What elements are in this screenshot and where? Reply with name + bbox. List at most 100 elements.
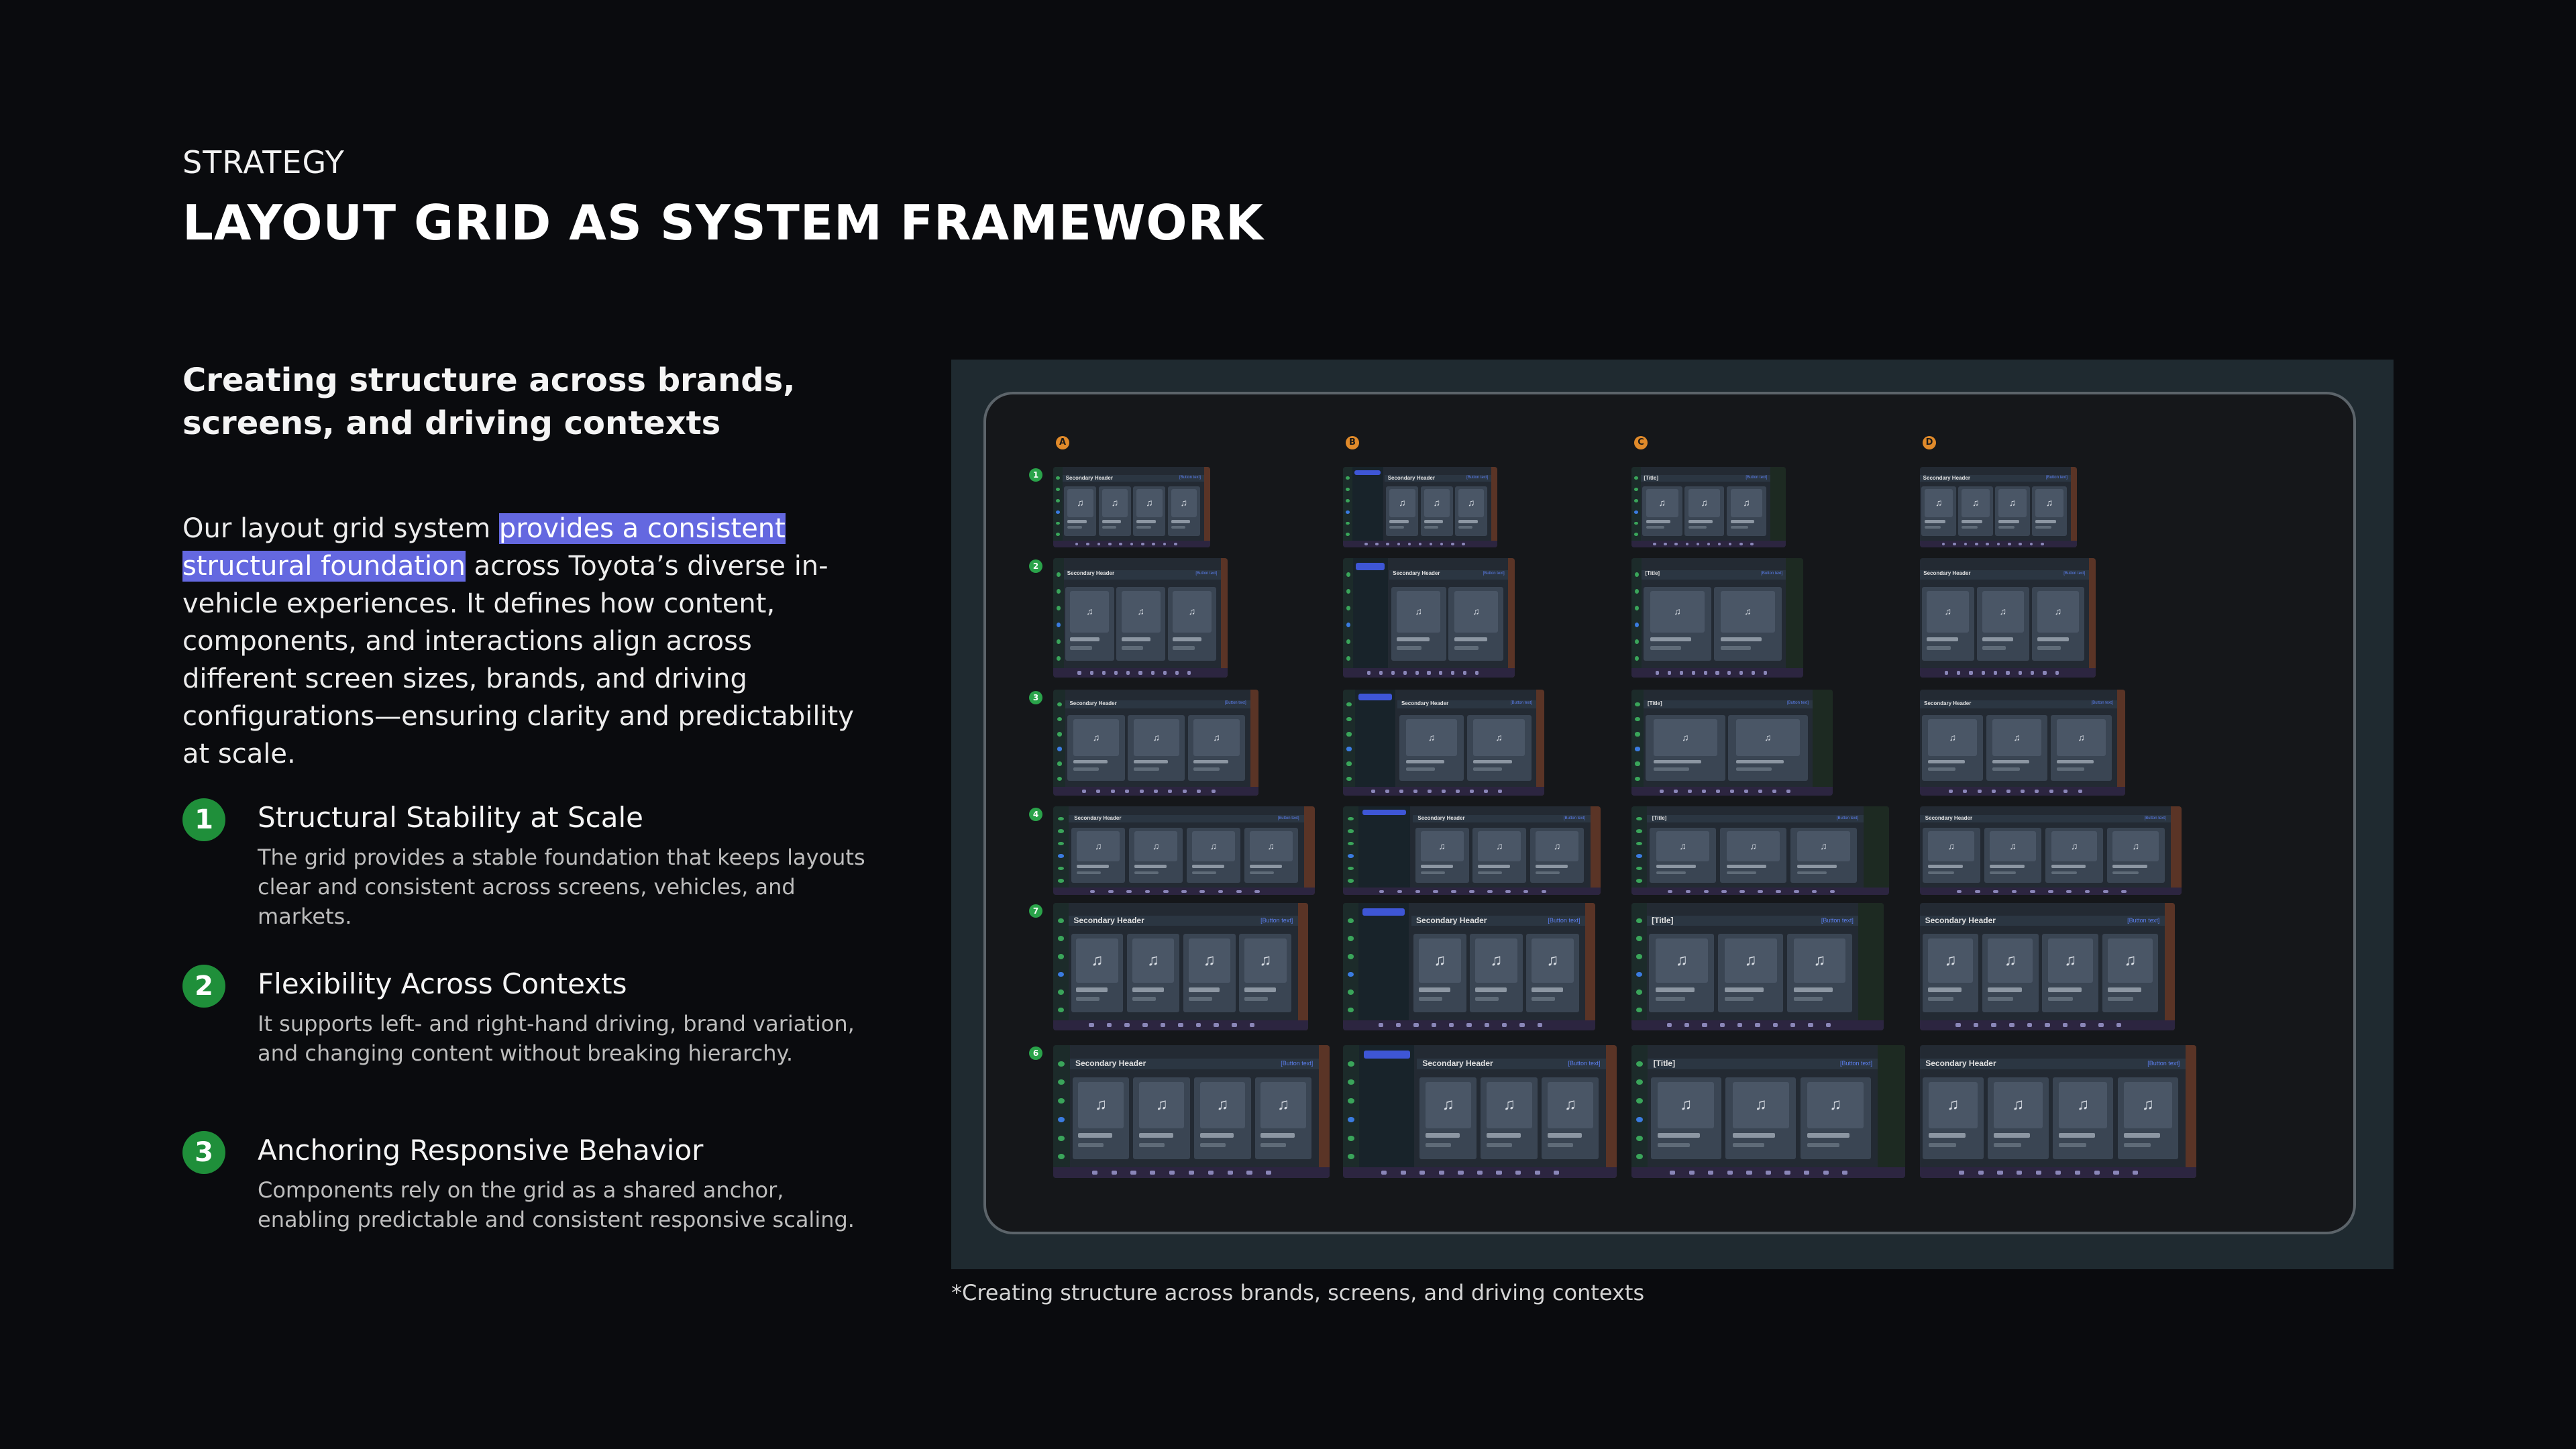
media-card[interactable]: ♫ (1071, 933, 1124, 1013)
media-card[interactable]: ♫ (1399, 714, 1464, 781)
media-card[interactable]: ♫ (1072, 1077, 1130, 1160)
media-card[interactable]: ♫ (1786, 933, 1852, 1013)
media-card[interactable]: ♫ (1470, 933, 1523, 1013)
media-card[interactable]: ♫ (1684, 486, 1725, 537)
media-card[interactable]: ♫ (1995, 486, 2030, 537)
nav-rail-dot (1058, 841, 1065, 846)
card-subtitle-line (1962, 526, 1978, 529)
media-card[interactable]: ♫ (2045, 827, 2103, 883)
media-card[interactable]: ♫ (1719, 827, 1787, 883)
media-card[interactable]: ♫ (1643, 586, 1712, 661)
media-card[interactable]: ♫ (1183, 933, 1236, 1013)
media-card[interactable]: ♫ (1129, 827, 1183, 883)
media-card[interactable]: ♫ (2032, 486, 2067, 537)
media-card[interactable]: ♫ (1133, 486, 1166, 537)
media-card[interactable]: ♫ (1481, 1077, 1538, 1160)
media-card[interactable]: ♫ (1922, 933, 1979, 1013)
climate-bar (1631, 888, 1889, 895)
card-subtitle-line (1928, 871, 1955, 875)
media-card[interactable]: ♫ (1186, 827, 1240, 883)
media-card[interactable]: ♫ (1413, 933, 1466, 1013)
climate-control-icon (1670, 1170, 1676, 1175)
media-card[interactable]: ♫ (2031, 586, 2084, 661)
media-card[interactable]: ♫ (1922, 714, 1984, 781)
media-card[interactable]: ♫ (1649, 933, 1715, 1013)
card-subtitle-line (1720, 646, 1752, 650)
media-card[interactable]: ♫ (1976, 586, 2029, 661)
media-card[interactable]: ♫ (1455, 486, 1488, 537)
media-card[interactable]: ♫ (1728, 714, 1808, 781)
media-card[interactable]: ♫ (1472, 827, 1527, 883)
climate-control-icon (1685, 543, 1689, 546)
card-subtitle-line (1646, 526, 1664, 529)
card-subtitle-line (1067, 526, 1082, 529)
media-card[interactable]: ♫ (1718, 933, 1784, 1013)
nav-rail-dot (1056, 589, 1061, 594)
media-card[interactable]: ♫ (1713, 586, 1782, 661)
media-card[interactable]: ♫ (1987, 1077, 2049, 1160)
card-title-line (1425, 1132, 1460, 1138)
media-card[interactable]: ♫ (1921, 586, 1974, 661)
media-card[interactable]: ♫ (1725, 1077, 1796, 1160)
media-card[interactable]: ♫ (1386, 486, 1419, 537)
layout-variant-mock: Secondary Header[Button text]♫♫♫♫ (1053, 467, 1210, 547)
card-title-line (2108, 987, 2142, 992)
climate-control-icon (1707, 543, 1711, 546)
media-card[interactable]: ♫ (1116, 586, 1165, 661)
media-card[interactable]: ♫ (1466, 714, 1532, 781)
media-card[interactable]: ♫ (1526, 933, 1579, 1013)
media-card[interactable]: ♫ (1921, 486, 1956, 537)
media-card[interactable]: ♫ (1649, 827, 1717, 883)
media-card[interactable]: ♫ (1098, 486, 1131, 537)
media-card[interactable]: ♫ (1071, 827, 1126, 883)
media-card[interactable]: ♫ (1067, 714, 1125, 781)
media-card[interactable]: ♫ (1194, 1077, 1251, 1160)
media-card[interactable]: ♫ (1726, 486, 1767, 537)
media-card[interactable]: ♫ (2050, 714, 2112, 781)
service-pill (1363, 1050, 1410, 1059)
card-subtitle-line (1077, 871, 1102, 875)
media-card[interactable]: ♫ (1244, 827, 1298, 883)
media-card[interactable]: ♫ (1419, 1077, 1477, 1160)
card-subtitle-line (1726, 871, 1757, 875)
media-card[interactable]: ♫ (1982, 933, 2039, 1013)
media-card[interactable]: ♫ (1642, 486, 1682, 537)
nav-rail-dot (1635, 702, 1640, 707)
media-card[interactable]: ♫ (1650, 1077, 1721, 1160)
media-card[interactable]: ♫ (1922, 827, 1980, 883)
climate-bar (1053, 1167, 1330, 1178)
media-card[interactable]: ♫ (1986, 714, 2048, 781)
media-card[interactable]: ♫ (1239, 933, 1292, 1013)
media-card[interactable]: ♫ (2102, 933, 2159, 1013)
section-subtitle: Creating structure across brands, screen… (182, 362, 796, 442)
media-card[interactable]: ♫ (1133, 1077, 1190, 1160)
media-card[interactable]: ♫ (1790, 827, 1857, 883)
media-card[interactable]: ♫ (1167, 486, 1200, 537)
media-card[interactable]: ♫ (1167, 586, 1217, 661)
media-card[interactable]: ♫ (2117, 1077, 2179, 1160)
media-card[interactable]: ♫ (1064, 486, 1097, 537)
media-card[interactable]: ♫ (1128, 714, 1185, 781)
media-card[interactable]: ♫ (1984, 827, 2042, 883)
media-card[interactable]: ♫ (1958, 486, 1993, 537)
media-card[interactable]: ♫ (2052, 1077, 2114, 1160)
nav-rail-dot (1058, 1079, 1065, 1085)
media-card[interactable]: ♫ (1800, 1077, 1871, 1160)
media-card[interactable]: ♫ (2106, 827, 2165, 883)
media-card[interactable]: ♫ (1065, 586, 1114, 661)
media-card[interactable]: ♫ (1415, 827, 1469, 883)
media-card[interactable]: ♫ (1391, 586, 1446, 661)
media-card[interactable]: ♫ (1448, 586, 1504, 661)
media-card[interactable]: ♫ (1187, 714, 1246, 781)
media-card[interactable]: ♫ (2042, 933, 2098, 1013)
row-label-badge: 6 (1029, 1046, 1042, 1060)
media-card[interactable]: ♫ (1646, 714, 1725, 781)
nav-rail (1631, 903, 1647, 1030)
media-card[interactable]: ♫ (1923, 1077, 1984, 1160)
media-card[interactable]: ♫ (1542, 1077, 1599, 1160)
media-card[interactable]: ♫ (1254, 1077, 1312, 1160)
media-card[interactable]: ♫ (1420, 486, 1453, 537)
media-card[interactable]: ♫ (1127, 933, 1180, 1013)
climate-control-icon (1977, 790, 1982, 794)
media-card[interactable]: ♫ (1530, 827, 1585, 883)
